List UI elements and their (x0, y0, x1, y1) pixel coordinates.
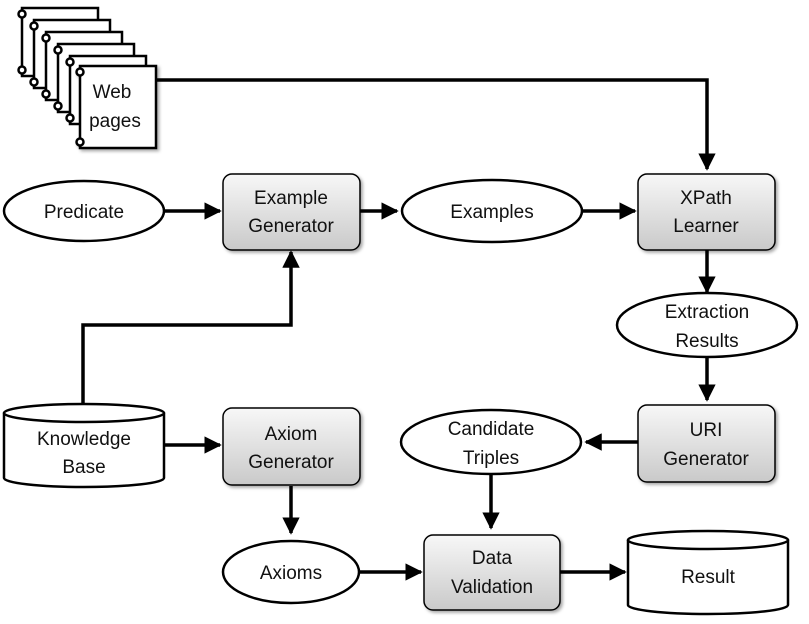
examples-node (400, 178, 584, 244)
axioms-label: Axioms (260, 563, 322, 584)
candidate-triples-label-2: Triples (463, 448, 519, 469)
web-pages-label-2: pages (89, 111, 141, 132)
candidate-triples-node (399, 408, 583, 476)
extraction-results-label-1: Extraction (665, 302, 749, 323)
web-pages-label-1: Web (93, 82, 132, 103)
edge-kb-to-example-generator (81, 250, 300, 404)
candidate-triples-label-1: Candidate (448, 419, 535, 440)
example-generator-label-2: Generator (248, 216, 334, 237)
data-validation-label-2: Validation (451, 577, 533, 598)
axiom-generator-label-1: Axiom (265, 424, 318, 445)
extraction-results-label-2: Results (675, 331, 738, 352)
knowledge-base-cylinder (2, 402, 166, 489)
uri-generator-label-1: URI (690, 420, 723, 441)
xpath-learner-label-1: XPath (680, 188, 732, 209)
xpath-learner-box (637, 173, 776, 251)
knowledge-base-label-2: Base (62, 457, 105, 478)
axioms-node (221, 539, 361, 605)
edge-web-pages-to-xpath (156, 78, 716, 171)
result-cylinder (626, 529, 790, 616)
knowledge-base-label-1: Knowledge (37, 429, 131, 450)
xpath-learner-label-2: Learner (673, 216, 739, 237)
examples-label: Examples (450, 202, 533, 223)
web-page-sheet-front (75, 64, 158, 150)
predicate-node (2, 179, 166, 243)
uri-generator-label-2: Generator (663, 449, 749, 470)
predicate-label: Predicate (44, 202, 124, 223)
edges (81, 78, 716, 581)
uri-generator-box (637, 404, 776, 483)
axiom-generator-label-2: Generator (248, 452, 334, 473)
data-validation-box (423, 534, 561, 611)
web-pages-stack (17, 6, 158, 150)
extraction-results-node (615, 291, 799, 359)
data-validation-label-1: Data (472, 548, 513, 569)
result-label: Result (681, 567, 736, 588)
example-generator-label-1: Example (254, 188, 328, 209)
example-generator-box (222, 173, 361, 251)
axiom-generator-box (222, 407, 361, 486)
